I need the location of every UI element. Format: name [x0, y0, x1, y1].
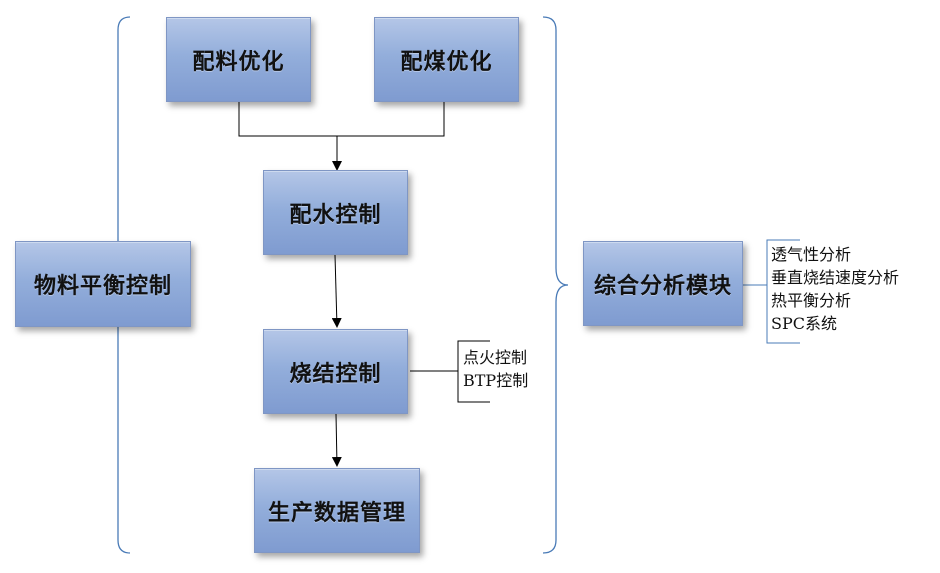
- analysis-module-label: 综合分析模块: [593, 273, 732, 299]
- vertical-sinter-speed-text: 垂直烧结速度分析: [771, 268, 900, 287]
- mix-optimize-box: 配料优化: [166, 17, 311, 102]
- material-balance-box: 物料平衡控制: [15, 241, 191, 327]
- analysis-module-box: 综合分析模块: [583, 241, 743, 326]
- sinter-control-box: 烧结控制: [263, 329, 408, 414]
- heat-balance-analysis-text: 热平衡分析: [771, 291, 852, 310]
- middle-brace: [542, 16, 569, 554]
- material-balance-label: 物料平衡控制: [33, 274, 172, 299]
- sinter-sub-bracket: [410, 340, 490, 403]
- coal-optimize-label: 配煤优化: [400, 49, 493, 75]
- mix-optimize-label: 配料优化: [192, 49, 285, 75]
- analysis-sub-bracket: [743, 239, 800, 344]
- sinter-control-label: 烧结控制: [289, 361, 382, 387]
- production-data-box: 生产数据管理: [254, 468, 420, 553]
- coal-optimize-box: 配煤优化: [374, 17, 519, 102]
- arrow-to-data: [331, 413, 342, 467]
- permeability-analysis-text: 透气性分析: [771, 245, 852, 264]
- water-control-label: 配水控制: [289, 202, 382, 228]
- analysis-sub-list: 透气性分析 垂直烧结速度分析 热平衡分析 SPC系统: [771, 243, 899, 335]
- merge-connector: [238, 102, 445, 168]
- btp-control-text: BTP控制: [463, 371, 529, 390]
- sinter-sub-list: 点火控制 BTP控制: [463, 346, 528, 392]
- water-control-box: 配水控制: [263, 170, 408, 255]
- production-data-label: 生产数据管理: [267, 500, 406, 526]
- ignition-control-text: 点火控制: [463, 348, 528, 367]
- arrow-to-sinter: [331, 254, 342, 328]
- spc-system-text: SPC系统: [771, 314, 837, 333]
